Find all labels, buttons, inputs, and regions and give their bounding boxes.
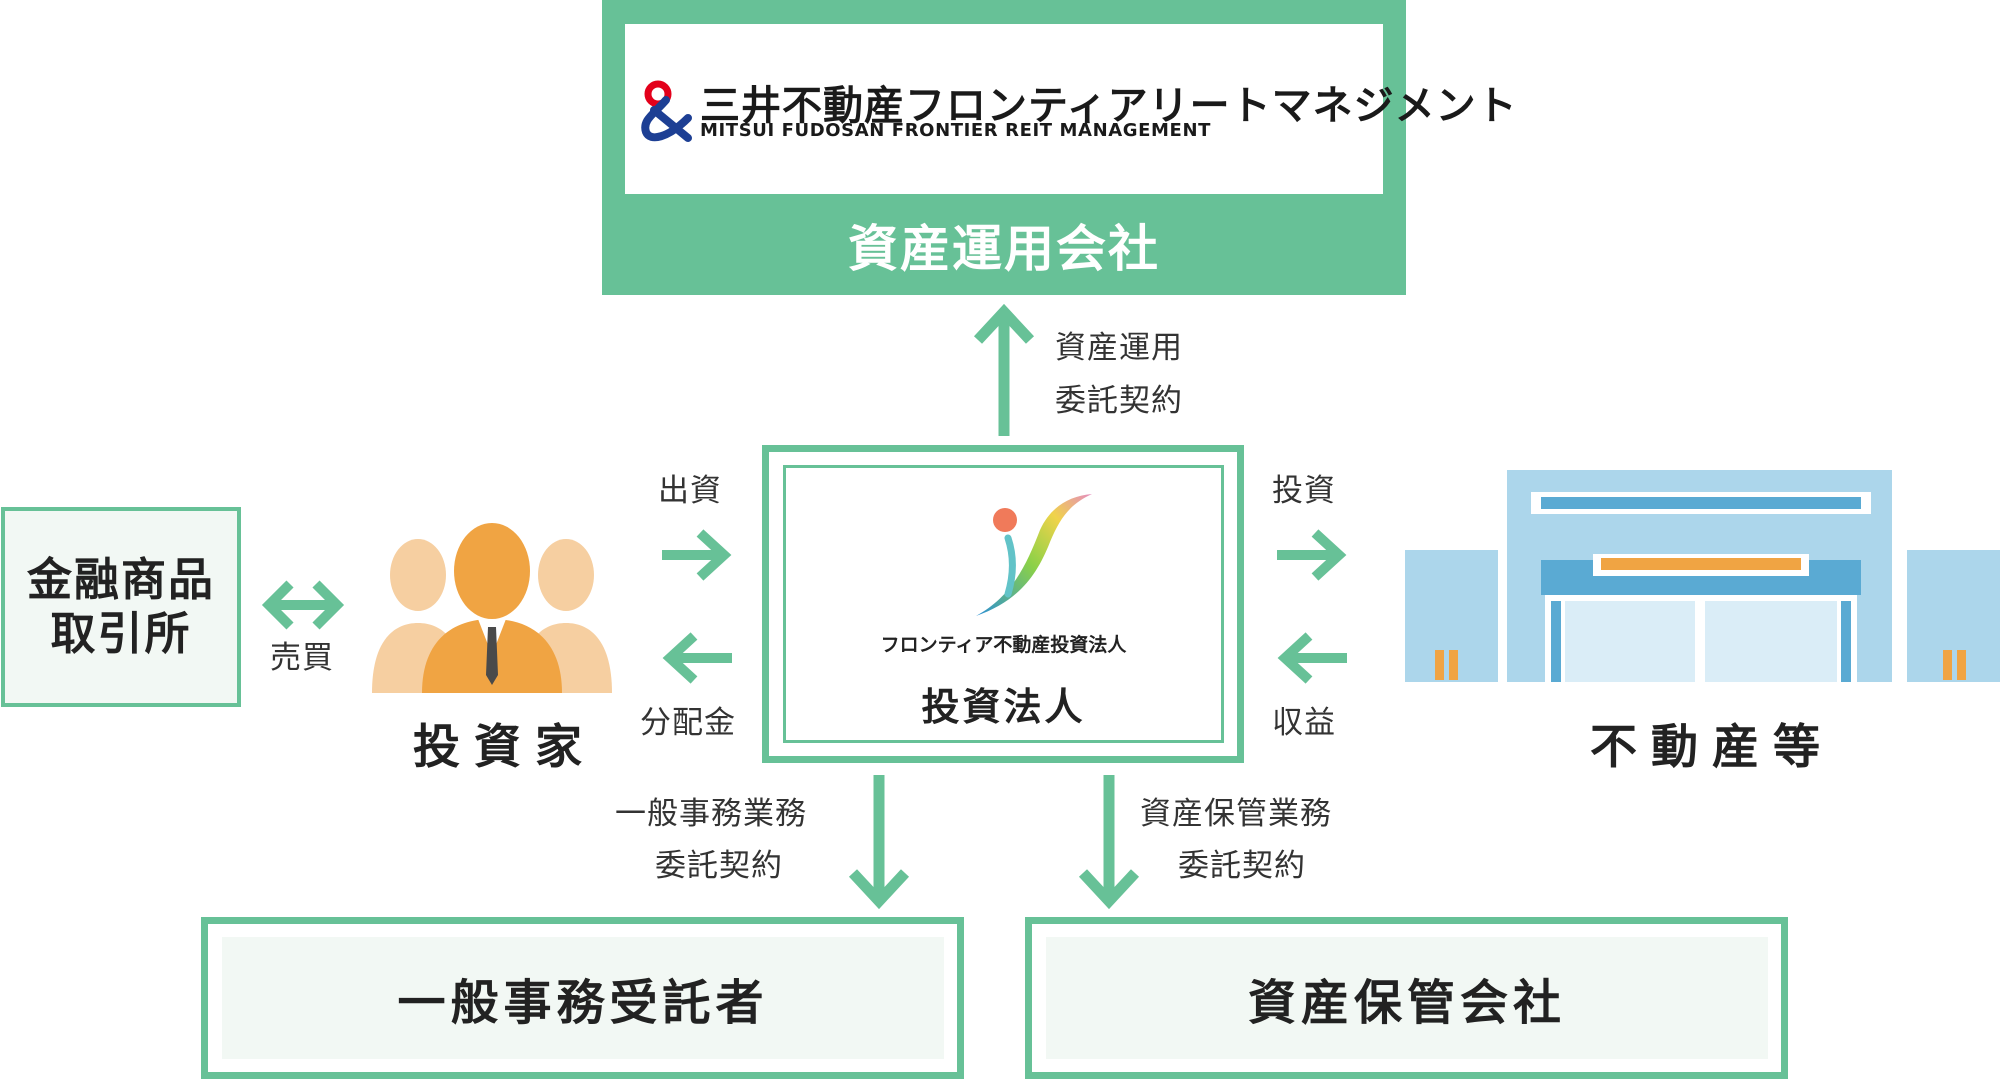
real-estate-label: 不動産等 <box>1590 720 1834 775</box>
investment-corporation-name: フロンティア不動産投資法人 <box>880 634 1127 656</box>
exchange-box: 金融商品 取引所 <box>1 507 241 707</box>
edge-label-trade: 売買 <box>270 640 334 676</box>
arrow-left-icon <box>1277 632 1347 684</box>
edge-label-asset-management-2: 委託契約 <box>1055 383 1183 419</box>
investment-corporation-inner-frame <box>783 465 1224 743</box>
frontier-logo-icon <box>976 494 1092 616</box>
edge-label-admin-2: 委託契約 <box>655 848 783 884</box>
edge-label-investment-in: 出資 <box>658 473 722 509</box>
building-icon <box>1405 470 2000 682</box>
double-arrow-icon <box>261 580 345 630</box>
asset-manager-company-name-en: MITSUI FUDOSAN FRONTIER REIT MANAGEMENT <box>700 120 1211 141</box>
edge-label-invest: 投資 <box>1272 473 1336 509</box>
arrow-down-icon <box>1078 775 1140 910</box>
asset-manager-logo-panel <box>625 24 1383 194</box>
edge-label-admin-1: 一般事務業務 <box>615 796 807 832</box>
asset-custodian-label: 資産保管会社 <box>1046 937 1768 1059</box>
investment-corporation-box <box>762 445 1244 763</box>
investment-corporation-label: 投資法人 <box>921 685 1086 729</box>
arrow-down-icon <box>848 775 910 910</box>
investors-label: 投資家 <box>413 720 596 775</box>
edge-label-custody-2: 委託契約 <box>1178 848 1306 884</box>
investors-icon <box>372 523 612 693</box>
arrow-right-icon <box>1277 529 1347 581</box>
general-administrator-label: 一般事務受託者 <box>222 937 944 1059</box>
exchange-label-line2: 取引所 <box>50 607 192 660</box>
arrow-right-icon <box>662 529 732 581</box>
asset-manager-label: 資産運用会社 <box>848 220 1160 278</box>
exchange-label-line1: 金融商品 <box>26 553 215 606</box>
arrow-up-icon <box>973 303 1035 436</box>
mitsui-fudosan-logo-icon <box>641 80 692 142</box>
edge-label-custody-1: 資産保管業務 <box>1140 796 1332 832</box>
asset-manager-company-name-ja: 三井不動産フロンティアリートマネジメント <box>700 83 1518 129</box>
edge-label-revenue: 収益 <box>1272 705 1336 741</box>
edge-label-distribution: 分配金 <box>640 705 736 741</box>
arrow-left-icon <box>662 632 732 684</box>
edge-label-asset-management-1: 資産運用 <box>1055 330 1183 366</box>
